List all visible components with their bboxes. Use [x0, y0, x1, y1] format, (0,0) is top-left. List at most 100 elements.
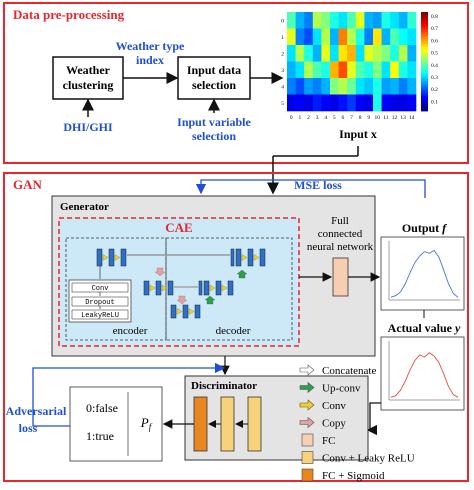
heatmap-cell: [398, 12, 408, 29]
heatmap-cell: [373, 61, 382, 79]
colorbar-segment: [421, 66, 428, 70]
colorbar-segment: [421, 49, 428, 52]
heatmap-cell: [355, 78, 365, 95]
weather-clustering-label-1: Weather: [66, 63, 111, 77]
heatmap-cell: [355, 45, 365, 62]
feature-map-block: [143, 280, 150, 296]
heatmap-cell: [347, 94, 357, 112]
heatmap-y-tick: 4: [281, 84, 284, 90]
heatmap-cell: [390, 12, 400, 29]
decoder-label: decoder: [216, 325, 251, 337]
colorbar-segment: [421, 12, 428, 15]
colorbar-segment: [421, 91, 428, 95]
weather-type-index-2: index: [136, 53, 164, 67]
heatmap-cell: [312, 45, 322, 62]
colorbar-ticks: 0.80.70.60.50.40.30.20.1: [431, 14, 438, 105]
heatmap-cell: [390, 61, 400, 79]
actual-y-label: Actual value y: [388, 321, 461, 335]
heatmap-cell: [355, 61, 365, 79]
colorbar-tick: 0.7: [431, 26, 438, 32]
colorbar-tick: 0.6: [431, 38, 438, 44]
colorbar-segment: [421, 46, 428, 50]
colorbar-segment: [421, 41, 428, 45]
heatmap-x-tick: 14: [409, 115, 415, 121]
heatmap-cell: [304, 61, 314, 79]
conv-arrow: [161, 284, 168, 292]
actual-chart-box: [380, 336, 465, 411]
conv-arrow: [149, 284, 156, 292]
heatmap-x-tick: 7: [350, 115, 353, 121]
heatmap-x-tick: 11: [383, 115, 389, 121]
heatmap-x-tick: 1: [299, 115, 302, 121]
conv-arrow: [188, 308, 195, 315]
colorbar-segment: [421, 39, 428, 43]
conv-leaky-block-1: [220, 396, 235, 452]
adversarial-loss-1: Adversarial: [6, 404, 67, 418]
heatmap-cell: [287, 78, 296, 95]
layer-dropout-label: Dropout: [85, 299, 114, 307]
heatmap-cell: [312, 61, 322, 79]
colorbar-segment: [421, 61, 428, 65]
heatmap-y-tick: 5: [281, 101, 284, 107]
copy-arrow: [176, 295, 188, 305]
heatmap-cell: [295, 45, 305, 62]
heatmap-cell: [364, 78, 374, 95]
heatmap-cell: [295, 94, 305, 112]
heatmap-cell: [407, 61, 417, 79]
mse-loss-arrow: [195, 179, 426, 198]
heatmap-cell: [312, 12, 322, 29]
heatmap-cell: [398, 45, 408, 62]
heatmap-x-tick: 0: [290, 115, 293, 121]
heatmap-cell: [381, 61, 391, 79]
legend-swatch: [301, 433, 314, 447]
heatmap-cell: [381, 12, 391, 29]
feature-map-block: [167, 280, 174, 296]
heatmap-cell: [330, 28, 339, 46]
heatmap-cell: [295, 78, 305, 95]
colorbar-segment: [421, 63, 428, 67]
feature-map-block: [203, 280, 210, 296]
colorbar-segment: [421, 31, 428, 35]
feature-map-block: [182, 304, 189, 319]
series-line: [390, 249, 459, 298]
heatmap-cell: [338, 61, 348, 79]
colorbar-segment: [421, 73, 428, 77]
discriminator-box: [184, 375, 369, 461]
heatmap-y-tick: 0: [281, 18, 284, 24]
feature-map-block: [108, 248, 115, 267]
colorbar-segment: [421, 36, 428, 40]
colorbar-tick: 0.3: [431, 75, 438, 81]
heatmap-cell: [390, 78, 400, 95]
legend-label: Up-conv: [322, 383, 361, 395]
colorbar-tick: 0.5: [431, 51, 438, 57]
heatmap-cell: [338, 78, 348, 95]
heatmap-cell: [364, 28, 374, 46]
out-true: 1:true: [86, 429, 114, 443]
arrow-charts-to-discriminator: [366, 402, 381, 436]
colorbar-segment: [421, 68, 428, 72]
encoder-label: encoder: [113, 325, 148, 337]
input-selection-label-2: selection: [192, 78, 236, 92]
heatmap-cell: [398, 61, 408, 79]
colorbar-segment: [421, 78, 428, 82]
legend-swatch: [299, 416, 315, 429]
heatmap-cell: [364, 94, 374, 112]
colorbar-segment: [421, 108, 428, 112]
colorbar-segment: [421, 34, 428, 38]
heatmap-cell: [295, 28, 305, 46]
feature-map-block: [155, 280, 162, 296]
conv-arrow: [114, 254, 121, 261]
colorbar-segment: [421, 21, 428, 25]
colorbar-segment: [421, 81, 428, 85]
mse-loss-label: MSE loss: [294, 178, 342, 192]
heatmap-cell: [312, 28, 322, 46]
heatmap-cell: [390, 45, 400, 62]
cae-blocks: [96, 248, 266, 319]
gan-frame: [3, 172, 469, 482]
heatmap-y-tick: 1: [281, 35, 284, 41]
output-prob-box: [69, 386, 163, 462]
gan-title: GAN: [13, 177, 43, 192]
heatmap-cell: [295, 61, 305, 79]
